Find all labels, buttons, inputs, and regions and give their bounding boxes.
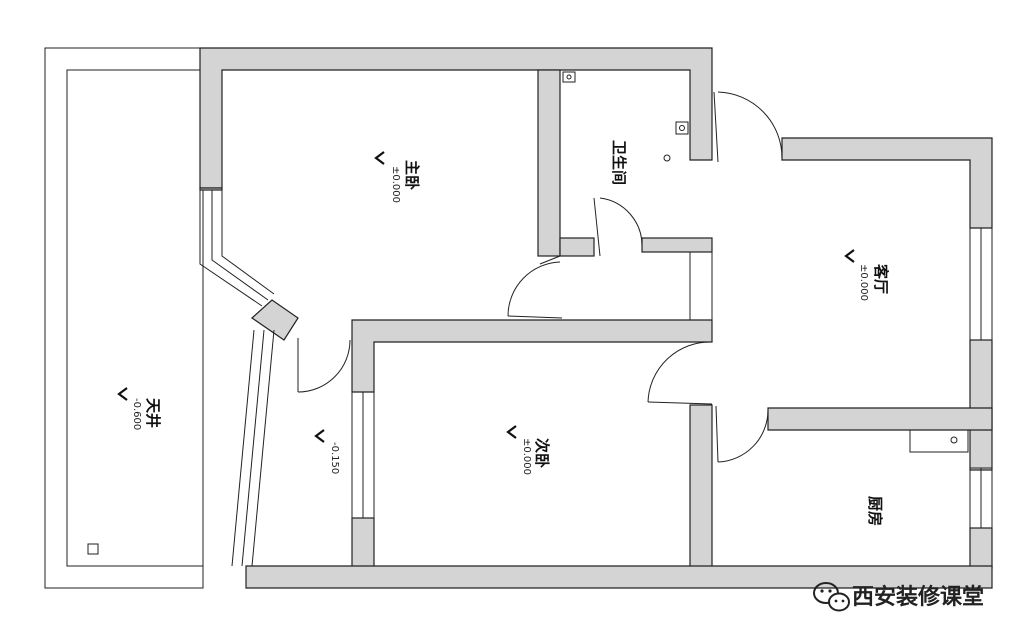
windows: [199, 190, 993, 567]
floor-drain: [663, 154, 671, 162]
room-label-bathroom: 卫生间: [610, 140, 628, 185]
elevation-courtyard-text: -0.600: [131, 398, 142, 430]
elevation-marker-living: ±0.000: [844, 249, 869, 301]
elevation-bedroom2-text: ±0.000: [521, 438, 532, 475]
courtyard-drain: [87, 543, 99, 555]
elevation-master-text: ±0.000: [390, 166, 401, 203]
walls: [199, 47, 993, 589]
kitchen-counter: [909, 429, 969, 453]
room-label-living: 客厅: [872, 263, 890, 294]
fixtures: [87, 71, 969, 555]
room-label-master: 主卧: [403, 160, 421, 190]
room-label-courtyard: 天井: [144, 398, 162, 428]
elevation-marker-master: ±0.000: [374, 151, 401, 203]
wechat-icon: [813, 582, 850, 612]
room-label-kitchen: 厨房: [866, 496, 884, 526]
courtyard-boundary: [44, 47, 204, 589]
doors: [297, 91, 783, 463]
room-label-bedroom2: 次卧: [533, 438, 551, 468]
sink-fixture: [675, 121, 689, 135]
toilet-fixture: [562, 71, 576, 83]
watermark: 西安装修课堂: [813, 582, 984, 612]
elevation-marker-corridor: -0.150: [314, 429, 340, 474]
watermark-text: 西安装修课堂: [852, 584, 984, 610]
elevation-marker-courtyard: -0.600: [117, 387, 142, 430]
elevation-corridor-text: -0.150: [329, 442, 340, 474]
elevation-living-text: ±0.000: [858, 264, 869, 301]
elevation-marker-bedroom2: ±0.000: [506, 425, 532, 475]
